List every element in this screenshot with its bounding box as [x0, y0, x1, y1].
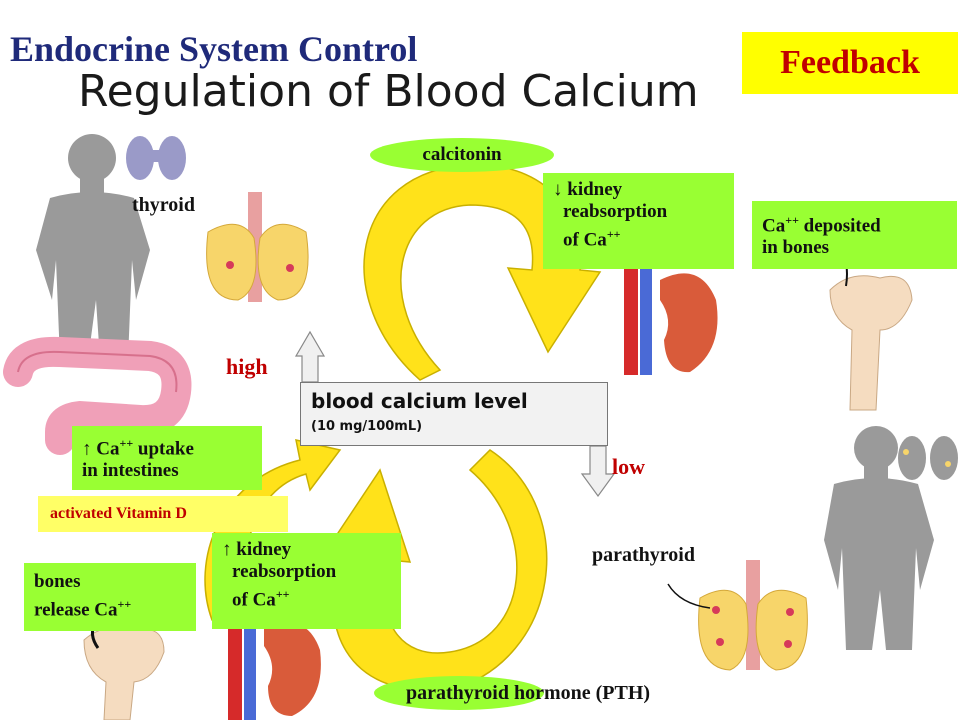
pth-ellipse: [374, 676, 544, 710]
blood-calcium-title: blood calcium level: [311, 389, 528, 413]
high-label: high: [226, 354, 268, 379]
uptake-text2: in intestines: [82, 460, 179, 482]
high-up-arrow: [294, 330, 326, 383]
release-sup: ++: [117, 597, 132, 611]
kidney-down-text2: reabsorption: [563, 201, 668, 222]
human-silhouette-right: [824, 426, 934, 650]
parathyroid-label: parathyroid: [592, 544, 695, 566]
deposit-text2: in bones: [762, 237, 830, 259]
low-label: low: [612, 454, 645, 479]
low-down-arrow: [580, 445, 616, 498]
thyroid-small-icon: [126, 136, 186, 180]
deposit-sup: ++: [785, 213, 799, 227]
down-arrow-icon: ↓: [553, 179, 563, 200]
release-text2: release Ca: [34, 599, 118, 621]
kidney-down-text1: kidney: [567, 179, 623, 200]
thyroid-label: thyroid: [132, 194, 195, 216]
bones-release-ca-box: bones release Ca++: [24, 563, 196, 631]
ca-deposited-box: Ca++ deposited in bones: [752, 201, 957, 269]
kidney-up-text2: reabsorption: [232, 561, 337, 582]
kidney-up-text1: kidney: [236, 539, 292, 560]
uptake-sup: ++: [119, 436, 134, 450]
activated-vitamin-d-label: activated Vitamin D: [38, 496, 288, 532]
release-text1: bones: [34, 571, 81, 592]
up-arrow-icon: ↑: [82, 438, 92, 460]
kidney-up-text3: of Ca: [232, 589, 276, 611]
page-subtitle: Regulation of Blood Calcium: [78, 66, 699, 117]
intestine-illustration: [3, 336, 192, 455]
blood-calcium-value: (10 mg/100mL): [311, 419, 423, 434]
thyroid-small-icon-right: [898, 436, 958, 480]
page-title: Endocrine System Control: [10, 29, 418, 69]
bone-top-illustration: [829, 261, 913, 411]
calcitonin-label: calcitonin: [422, 144, 502, 165]
kidney-down-sup: ++: [606, 227, 621, 241]
kidney-down-text3: of Ca: [563, 229, 607, 251]
kidney-reabsorption-decrease-box: ↓ kidney reabsorption of Ca++: [543, 173, 734, 269]
kidney-top-illustration: [624, 265, 718, 375]
kidney-reabsorption-increase-box: ↑ kidney reabsorption of Ca++: [212, 533, 401, 629]
parathyroid-gland-illustration: [667, 560, 808, 671]
deposit-text1b: deposited: [798, 215, 881, 237]
bone-bottom-illustration: [83, 621, 165, 720]
uptake-text1: Ca: [91, 438, 120, 460]
kidney-bottom-illustration: [228, 610, 321, 720]
feedback-badge: Feedback: [742, 32, 958, 94]
uptake-text1b: uptake: [133, 438, 194, 460]
pth-label: parathyroid hormone (PTH): [406, 682, 651, 704]
top-loop-arrow: [363, 164, 602, 381]
deposit-text1: Ca: [762, 215, 786, 237]
ca-uptake-intestines-box: ↑ Ca++ uptake in intestines: [72, 426, 262, 490]
kidney-up-sup: ++: [275, 587, 290, 601]
human-silhouette-left: [36, 134, 150, 360]
thyroid-gland-illustration: [206, 192, 309, 302]
calcitonin-ellipse: calcitonin: [370, 138, 554, 172]
up-arrow-icon: ↑: [222, 539, 232, 560]
blood-calcium-level-box: blood calcium level (10 mg/100mL): [300, 382, 608, 446]
